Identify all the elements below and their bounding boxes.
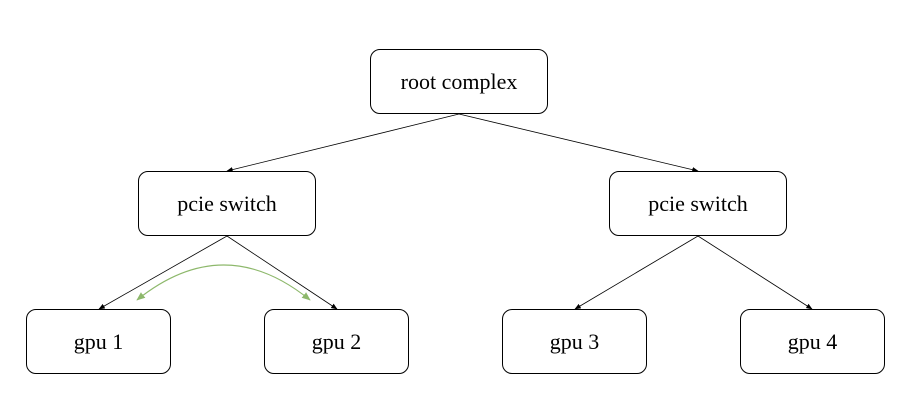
- edge-switch-right-to-gpu3: [574, 235, 699, 310]
- gpu-1-node: gpu 1: [26, 309, 171, 374]
- edge-switch-left-to-gpu2: [226, 235, 338, 310]
- root-complex-label: root complex: [400, 68, 518, 94]
- pcie-switch-right-node: pcie switch: [609, 171, 787, 236]
- edge-switch-left-to-gpu1: [98, 235, 228, 310]
- edge-root-to-switch-left: [226, 113, 460, 173]
- peer-link-gpu1-gpu2: [136, 264, 311, 301]
- edge-switch-right-to-gpu4: [697, 235, 813, 310]
- pcie-switch-left-label: pcie switch: [177, 190, 277, 216]
- pcie-switch-right-label: pcie switch: [648, 190, 748, 216]
- gpu-2-node: gpu 2: [264, 309, 409, 374]
- gpu-3-node: gpu 3: [502, 309, 647, 374]
- gpu-2-label: gpu 2: [311, 328, 362, 354]
- gpu-1-label: gpu 1: [73, 328, 124, 354]
- edge-root-to-switch-right: [458, 113, 699, 173]
- pcie-switch-left-node: pcie switch: [138, 171, 316, 236]
- gpu-3-label: gpu 3: [549, 328, 600, 354]
- root-complex-node: root complex: [370, 49, 548, 114]
- gpu-4-node: gpu 4: [740, 309, 885, 374]
- gpu-4-label: gpu 4: [787, 328, 838, 354]
